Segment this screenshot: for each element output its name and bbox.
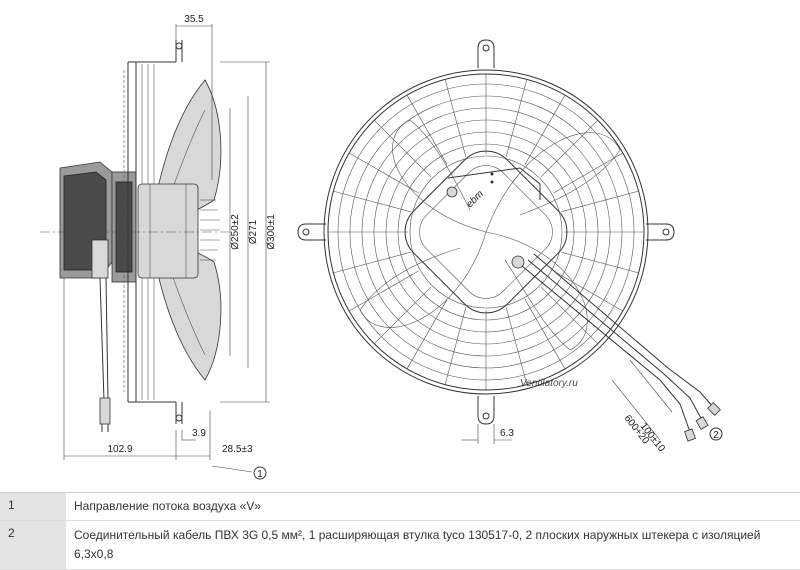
note-row: 2 Соединительный кабель ПВХ 3G 0,5 мм², … <box>0 521 800 570</box>
front-view: ebm 100±10 600+20 2 6.3 <box>297 39 723 454</box>
guard-spokes <box>328 74 644 390</box>
callout-cable: 2 <box>713 430 719 441</box>
cable-gland <box>91 239 109 279</box>
note-text: Направление потока воздуха «V» <box>74 499 262 513</box>
cable <box>521 253 721 442</box>
mount-lug-bottom <box>477 396 495 425</box>
guard-spoke <box>540 286 598 344</box>
guard-spoke <box>444 307 467 385</box>
guard-spoke <box>406 95 448 165</box>
dim-flange-thickness: 3.9 <box>192 428 206 439</box>
callout-airflow: 1 <box>257 469 263 480</box>
technical-drawing: Ø250±2 Ø271 Ø300±1 35.5 102.9 3.9 28.5±3… <box>40 14 723 480</box>
dim-diameter-271: Ø271 <box>248 219 259 244</box>
guard-spoke <box>561 251 639 274</box>
guard-spoke <box>374 120 432 178</box>
guard-spoke <box>553 152 623 194</box>
note-number: 1 <box>0 493 66 520</box>
guard-spoke <box>524 299 566 369</box>
screw-top <box>446 186 458 198</box>
guard-spoke <box>349 270 419 312</box>
guard-spoke <box>333 251 411 274</box>
mount-lug-top <box>477 39 495 68</box>
guard-spoke <box>333 190 411 213</box>
note-text: Соединительный кабель ПВХ 3G 0,5 мм², 1 … <box>74 528 761 561</box>
guard-spoke <box>553 270 623 312</box>
dim-diameter-300: Ø300±1 <box>266 214 277 250</box>
guard-spoke <box>374 286 432 344</box>
note-row: 1 Направление потока воздуха «V» <box>0 493 800 521</box>
dim-mount-hole: 6.3 <box>500 428 514 439</box>
dim-top-width: 35.5 <box>184 14 204 25</box>
motor-plate <box>404 150 568 314</box>
guard-spoke <box>524 95 566 165</box>
side-view: Ø250±2 Ø271 Ø300±1 35.5 102.9 3.9 28.5±3… <box>40 14 277 480</box>
dim-blade-offset: 28.5±3 <box>222 444 253 455</box>
guard-spoke <box>505 79 528 157</box>
dim-diameter-250: Ø250±2 <box>230 214 241 250</box>
guard-spoke <box>444 79 467 157</box>
brand-logo: ebm <box>464 189 486 211</box>
note-number: 2 <box>0 521 66 569</box>
guard-spoke <box>505 307 528 385</box>
guard-spoke <box>349 152 419 194</box>
dim-total-depth: 102.9 <box>107 444 132 455</box>
terminal-cover-outline <box>447 167 541 200</box>
mount-lug-right <box>646 223 675 241</box>
watermark: Ventilatory.ru <box>520 378 578 389</box>
guard-spoke <box>406 299 448 369</box>
cable-end <box>99 397 111 425</box>
guard-spoke <box>540 120 598 178</box>
fan-blades <box>359 119 621 351</box>
fan-hub <box>137 183 199 279</box>
cable-entry <box>511 255 525 269</box>
guard-spoke <box>561 190 639 213</box>
notes-table: 1 Направление потока воздуха «V» 2 Соеди… <box>0 492 800 570</box>
mount-lug-left <box>297 223 326 241</box>
